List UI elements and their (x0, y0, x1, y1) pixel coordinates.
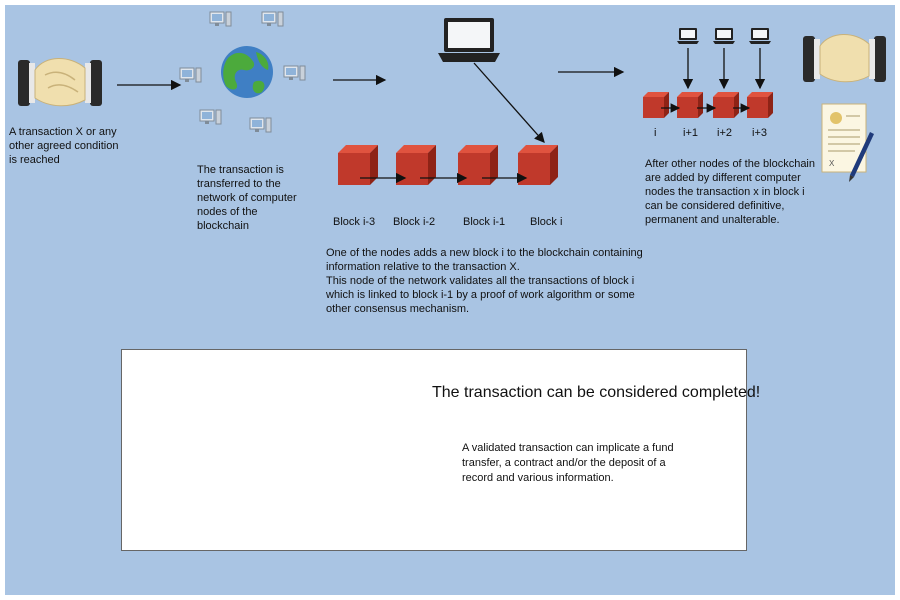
arrow-laptop-to-block-i (473, 62, 545, 143)
step3-text-line3: This node of the network validates all t… (326, 275, 635, 287)
step3-text-line4: which is linked to block i-1 by a proof … (326, 289, 635, 301)
block-label-i-2: Block i-2 (393, 216, 436, 228)
block-label-i: Block i (530, 216, 563, 228)
step1-text: A transaction X or any other agreed cond… (9, 126, 119, 166)
block-label-i-1: Block i-1 (463, 216, 506, 228)
laptop-icon (438, 18, 500, 62)
block-label-step4-i: i (654, 127, 657, 139)
step3-text-line5: other consensus mechanism. (326, 303, 470, 315)
svg-text:X: X (829, 159, 835, 168)
step3-text: One of the nodes adds a new block i to t… (326, 246, 646, 316)
handshake-icon-top-right (803, 34, 886, 83)
completion-title: The transaction can be considered comple… (432, 384, 761, 401)
completion-panel (121, 349, 747, 551)
step4-text: After other nodes of the blockchain are … (645, 158, 815, 226)
step3-text-line1: One of the nodes adds a new block i to t… (326, 247, 643, 259)
globe-network-icon (179, 11, 306, 133)
contract-document-icon: X (821, 103, 874, 182)
step3-text-line2: information relative to the transaction … (326, 261, 520, 273)
block-label-step4-i1: i+1 (683, 127, 698, 139)
completion-text: A validated transaction can implicate a … (462, 442, 674, 484)
handshake-icon-small (18, 58, 102, 107)
block-label-step4-i3: i+3 (752, 127, 767, 139)
blockchain-step4 (643, 28, 773, 118)
block-label-step4-i2: i+2 (717, 127, 732, 139)
blockchain-step3 (338, 145, 558, 185)
block-label-i-3: Block i-3 (333, 216, 376, 228)
step2-text: The transaction is transferred to the ne… (197, 164, 297, 232)
